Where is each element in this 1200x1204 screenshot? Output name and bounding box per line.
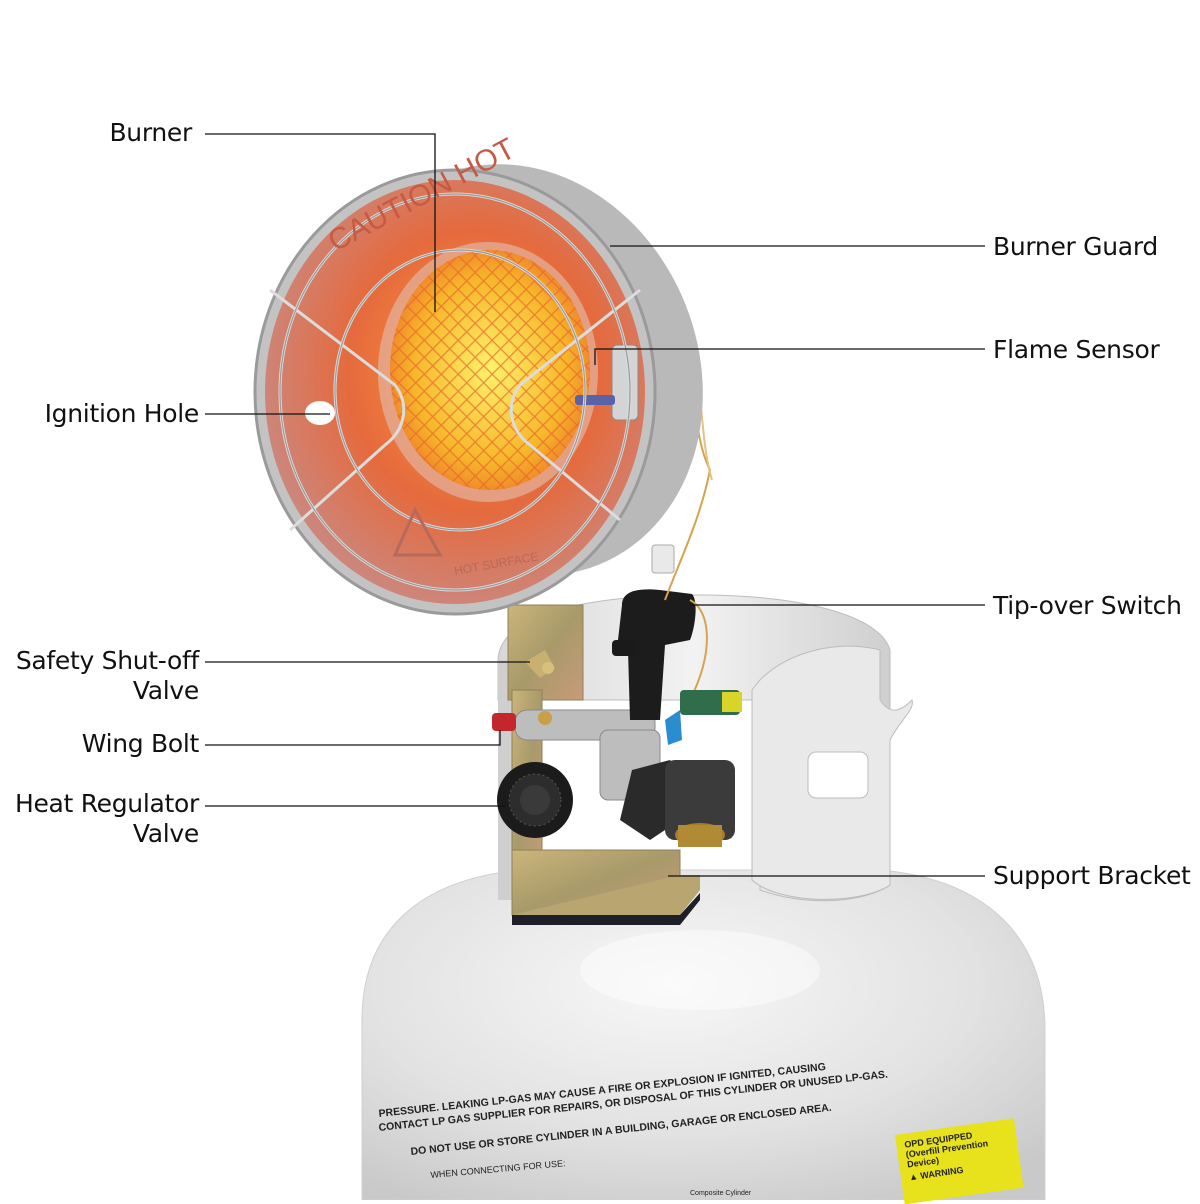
label-burner-guard: Burner Guard [993,232,1158,261]
label-tip-over-switch: Tip-over Switch [993,591,1182,620]
leader-lines [205,133,985,877]
label-heat-regulator-valve: Heat Regulator Valve [14,789,199,848]
leader-flame-sensor [594,348,985,365]
tank-composite-text: Composite Cylinder [690,1190,752,1197]
leader-burner [205,133,436,312]
label-wing-bolt: Wing Bolt [81,729,200,758]
warning-triangle-icon: ▲ [908,1171,919,1183]
valve-assembly [492,589,742,847]
heater-head: CAUTION HOT HOT SURFACE [253,132,703,616]
label-support-bracket: Support Bracket [993,861,1191,890]
label-ignition-hole: Ignition Hole [44,399,200,428]
leader-wing-bolt [205,730,501,746]
label-burner: Burner [109,118,192,147]
label-flame-sensor: Flame Sensor [993,335,1160,364]
label-safety-shutoff-valve: Safety Shut-off Valve [15,646,199,705]
